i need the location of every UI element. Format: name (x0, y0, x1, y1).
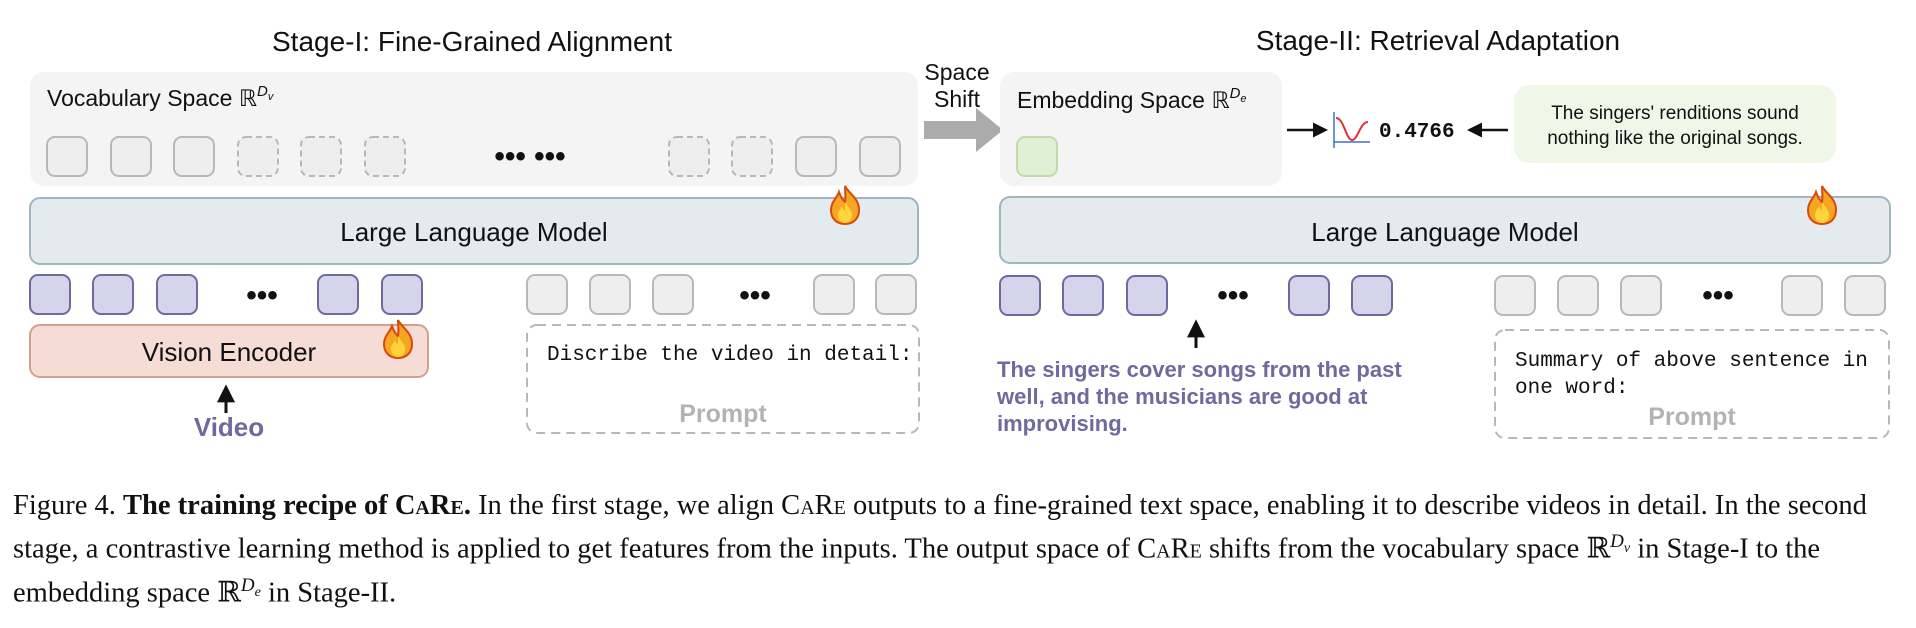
vision-encoder-label: Vision Encoder (142, 337, 317, 367)
space-shift-label-2: Shift (934, 86, 981, 112)
prompt-text-stage1: Discribe the video in detail: (547, 344, 912, 367)
prompt-box-stage2 (1494, 329, 1890, 439)
text-token (1288, 275, 1330, 316)
text-token (999, 275, 1041, 316)
prompt-token (1844, 275, 1886, 316)
vocabulary-token (46, 136, 88, 177)
embedding-space-label: Embedding Space ℝDe (1017, 85, 1247, 113)
embedding-space-panel (1000, 72, 1282, 186)
prompt-token (1620, 275, 1662, 316)
flame-icon (830, 185, 860, 225)
embedding-token (1016, 136, 1058, 177)
llm-block-stage2 (999, 196, 1891, 264)
input-text-line1: The singers cover songs from the past (997, 357, 1402, 382)
llm-block-stage1 (29, 197, 919, 265)
vision-encoder-block (29, 324, 429, 378)
caption-text-bubble (1514, 85, 1836, 163)
visual-token (381, 274, 423, 315)
stage1-title: Stage-I: Fine-Grained Alignment (272, 26, 672, 57)
video-label: Video (194, 412, 264, 442)
visual-token (156, 274, 198, 315)
llm-label-stage1: Large Language Model (340, 217, 607, 247)
prompt-label-stage1: Prompt (679, 400, 767, 428)
similarity-curve-icon (1333, 112, 1370, 148)
prompt-label-stage2: Prompt (1648, 403, 1736, 431)
vocabulary-token (795, 136, 837, 177)
prompt-token (526, 274, 568, 315)
caption-text-line1: The singers' renditions sound (1551, 103, 1799, 124)
vocabulary-token (173, 136, 215, 177)
prompt-token (652, 274, 694, 315)
input-text-line2: well, and the musicians are good at (996, 384, 1368, 409)
prompt-token (589, 274, 631, 315)
visual-token (317, 274, 359, 315)
input-text-line3: improvising. (997, 411, 1128, 436)
vocabulary-token (110, 136, 152, 177)
vocabulary-token-dashed (237, 136, 279, 177)
diagram: Stage-I: Fine-Grained Alignment Stage-II… (29, 25, 1891, 442)
vocabulary-output-tokens (46, 136, 901, 177)
prompt-text-stage2-line2: one word: (1515, 377, 1628, 400)
caption-figure-number: Figure 4. (13, 490, 116, 521)
vocabulary-ellipsis: ••• ••• (494, 140, 565, 173)
visual-token-ellipsis: ••• (246, 279, 278, 312)
prompt-token (875, 274, 917, 315)
figure-caption: Figure 4. The training recipe of CaRe. I… (13, 490, 1867, 608)
vocabulary-space-label: Vocabulary Space ℝDv (47, 83, 275, 111)
vocabulary-token-dashed (731, 136, 773, 177)
vocabulary-token-dashed (300, 136, 342, 177)
space-shift-label: Space (924, 59, 989, 85)
prompt-token (1494, 275, 1536, 316)
prompt-token (1781, 275, 1823, 316)
prompt-token-ellipsis: ••• (739, 279, 771, 312)
vocabulary-token-dashed (668, 136, 710, 177)
text-token (1062, 275, 1104, 316)
stage1-input-tokens (29, 274, 917, 315)
prompt-token (1557, 275, 1599, 316)
prompt-box-stage1 (526, 324, 920, 434)
prompt-text-stage2-line1: Summary of above sentence in (1515, 350, 1868, 373)
vocabulary-token (859, 136, 901, 177)
visual-token (92, 274, 134, 315)
caption-text: In the first stage, we align C (470, 490, 801, 521)
caption-text-line2: nothing like the original songs. (1547, 128, 1803, 149)
stage2-title: Stage-II: Retrieval Adaptation (1256, 25, 1620, 56)
flame-icon (1807, 185, 1837, 225)
stage2-input-tokens (999, 275, 1886, 316)
visual-token (29, 274, 71, 315)
text-token (1351, 275, 1393, 316)
prompt-token (813, 274, 855, 315)
llm-label-stage2: Large Language Model (1311, 217, 1578, 247)
prompt-token-ellipsis-stage2: ••• (1702, 279, 1734, 312)
caption-bold-title: The training recipe of CaRe. (123, 490, 471, 521)
space-shift-arrow (924, 108, 1003, 152)
vocabulary-token-dashed (364, 136, 406, 177)
text-token-ellipsis: ••• (1217, 279, 1249, 312)
text-token (1126, 275, 1168, 316)
similarity-score: 0.4766 (1379, 121, 1455, 144)
